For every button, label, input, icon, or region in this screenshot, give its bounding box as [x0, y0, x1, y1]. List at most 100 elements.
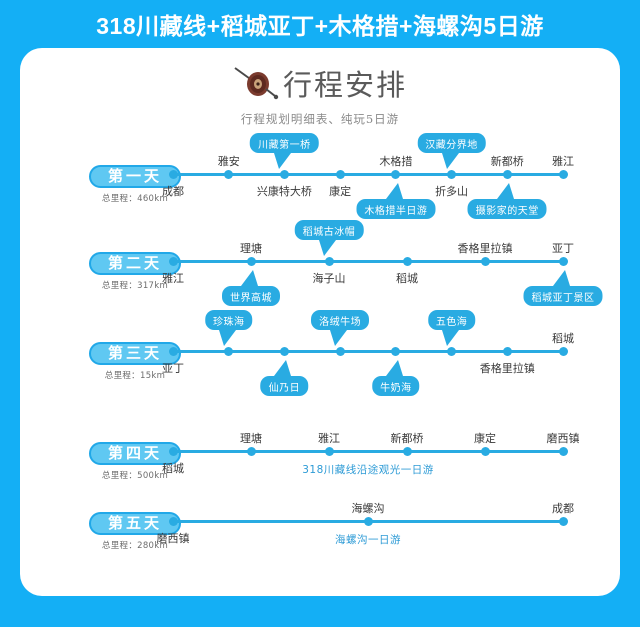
route-stop-label: 康定: [329, 185, 352, 198]
route-stop-dot[interactable]: [480, 447, 490, 456]
day-badge-group: 第一天总里程：460km: [85, 165, 185, 204]
callout-pointer-icon: [241, 270, 258, 286]
header-title: 行程安排: [282, 68, 407, 102]
route-stop-label: 成都: [552, 502, 574, 515]
route-stop-dot[interactable]: [558, 517, 568, 526]
route-stop-label: 成都: [162, 185, 184, 198]
route-stop-dot[interactable]: [502, 347, 512, 356]
callout-pointer-icon: [274, 360, 292, 376]
route-callout[interactable]: 摄影家的天堂: [467, 199, 547, 219]
route-stop-dot[interactable]: [168, 517, 178, 526]
route-line: [173, 260, 563, 263]
route-callout[interactable]: 世界高城: [222, 286, 280, 306]
route-callout[interactable]: 牛奶海: [372, 376, 420, 396]
route-stop-dot[interactable]: [224, 170, 234, 179]
route-stop-dot[interactable]: [558, 170, 568, 179]
route-callout[interactable]: 珍珠海: [204, 310, 253, 330]
day-track: 磨西镇海螺沟成都海螺沟一日游: [20, 490, 620, 576]
route-stop-dot[interactable]: [224, 347, 234, 356]
route-stop-dot[interactable]: [402, 257, 412, 266]
route-stop-label: 亚丁: [162, 362, 184, 375]
callout-pointer-icon: [274, 153, 292, 169]
route-stop-dot[interactable]: [558, 447, 568, 456]
day-badge[interactable]: 第四天: [89, 442, 181, 465]
route-stop-dot[interactable]: [363, 517, 373, 526]
day-badge[interactable]: 第一天: [89, 165, 181, 188]
route-callout[interactable]: 仙乃日: [260, 376, 309, 396]
route-stop-label: 磨西镇: [546, 432, 580, 445]
day-track: 成都雅安兴康特大桥康定木格措折多山新都桥雅江川藏第一桥木格措半日游汉藏分界地摄影…: [20, 133, 620, 229]
route-stop-dot[interactable]: [324, 447, 334, 456]
day-badge-group: 第二天总里程：317km: [85, 252, 185, 291]
route-callout[interactable]: 川藏第一桥: [250, 133, 319, 153]
route-stop-dot[interactable]: [402, 447, 412, 456]
route-stop-label: 雅江: [552, 155, 574, 168]
route-stop-dot[interactable]: [391, 347, 401, 356]
day-mileage: 总里程：280km: [101, 541, 169, 551]
callout-pointer-icon: [441, 330, 459, 346]
day-badge[interactable]: 第三天: [89, 342, 181, 365]
route-stop-dot[interactable]: [279, 347, 289, 356]
route-callout[interactable]: 木格措半日游: [356, 199, 436, 219]
day-badge-group: 第五天总里程：280km: [85, 512, 185, 551]
route-callout[interactable]: 五色海: [427, 310, 476, 330]
route-stop-label: 折多山: [435, 185, 469, 198]
callout-pointer-icon: [385, 360, 403, 376]
route-stop-dot[interactable]: [168, 170, 178, 179]
day-mileage: 总里程：500km: [101, 471, 169, 481]
route-stop-dot[interactable]: [324, 257, 334, 266]
route-stop-label: 雅安: [217, 155, 240, 168]
day-caption: 海螺沟一日游: [335, 534, 401, 546]
route-callout[interactable]: 汉藏分界地: [417, 133, 486, 153]
route-stop-dot[interactable]: [391, 170, 401, 179]
day-mileage: 总里程：460km: [101, 194, 169, 204]
route-stop-label: 理塘: [240, 432, 262, 445]
card-header: 行程安排 行程规划明细表、纯玩5日游: [20, 62, 620, 127]
compass-wheel-icon: [234, 67, 279, 100]
route-stop-dot[interactable]: [447, 347, 457, 356]
route-callout[interactable]: 洛绒牛场: [311, 310, 370, 330]
route-stop-label: 海子山: [312, 272, 346, 285]
route-callout[interactable]: 稻城亚丁景区: [523, 286, 603, 306]
route-stop-label: 康定: [474, 432, 496, 445]
route-stop-label: 理塘: [240, 242, 262, 255]
route-stop-dot[interactable]: [279, 170, 289, 179]
route-stop-label: 海螺沟: [351, 502, 385, 515]
callout-pointer-icon: [385, 183, 403, 199]
route-stop-label: 香格里拉镇: [479, 362, 535, 375]
page-title: 318川藏线+稻城亚丁+木格措+海螺沟5日游: [96, 13, 544, 39]
day-track: 雅江理塘海子山稻城香格里拉镇亚丁世界高城稻城古冰帽稻城亚丁景区: [20, 220, 620, 316]
day-mileage: 总里程：317km: [101, 281, 169, 291]
day-badge[interactable]: 第二天: [89, 252, 181, 275]
route-stop-dot[interactable]: [447, 170, 457, 179]
route-stop-label: 稻城: [162, 462, 184, 475]
route-stop-label: 木格措: [379, 155, 413, 168]
route-stop-label: 雅江: [318, 432, 340, 445]
route-stop-dot[interactable]: [335, 170, 345, 179]
route-stop-dot[interactable]: [480, 257, 490, 266]
route-stop-label: 稻城: [552, 332, 574, 345]
day-badge-group: 第四天总里程：500km: [85, 442, 185, 481]
day-track: 亚丁 香格里拉镇 稻城 珍珠海仙乃日 洛绒牛场牛奶海 五色海: [20, 310, 620, 406]
route-stop-dot[interactable]: [558, 347, 568, 356]
route-stop-label: 雅江: [162, 272, 184, 285]
route-stop-label: 稻城: [396, 272, 418, 285]
route-stop-dot[interactable]: [246, 447, 256, 456]
route-stop-dot[interactable]: [502, 170, 512, 179]
route-stop-dot[interactable]: [246, 257, 256, 266]
route-stop-dot[interactable]: [168, 447, 178, 456]
route-stop-dot[interactable]: [168, 257, 178, 266]
route-callout[interactable]: 稻城古冰帽: [294, 220, 364, 240]
route-stop-dot[interactable]: [558, 257, 568, 266]
route-stop-dot[interactable]: [168, 347, 178, 356]
callout-pointer-icon: [319, 240, 336, 256]
header-subtitle: 行程规划明细表、纯玩5日游: [240, 112, 400, 126]
route-line: [173, 173, 563, 176]
day-badge[interactable]: 第五天: [89, 512, 181, 535]
route-stop-dot[interactable]: [335, 347, 345, 356]
day-mileage: 总里程：15km: [104, 371, 166, 381]
route-stop-label: 新都桥: [490, 155, 524, 168]
